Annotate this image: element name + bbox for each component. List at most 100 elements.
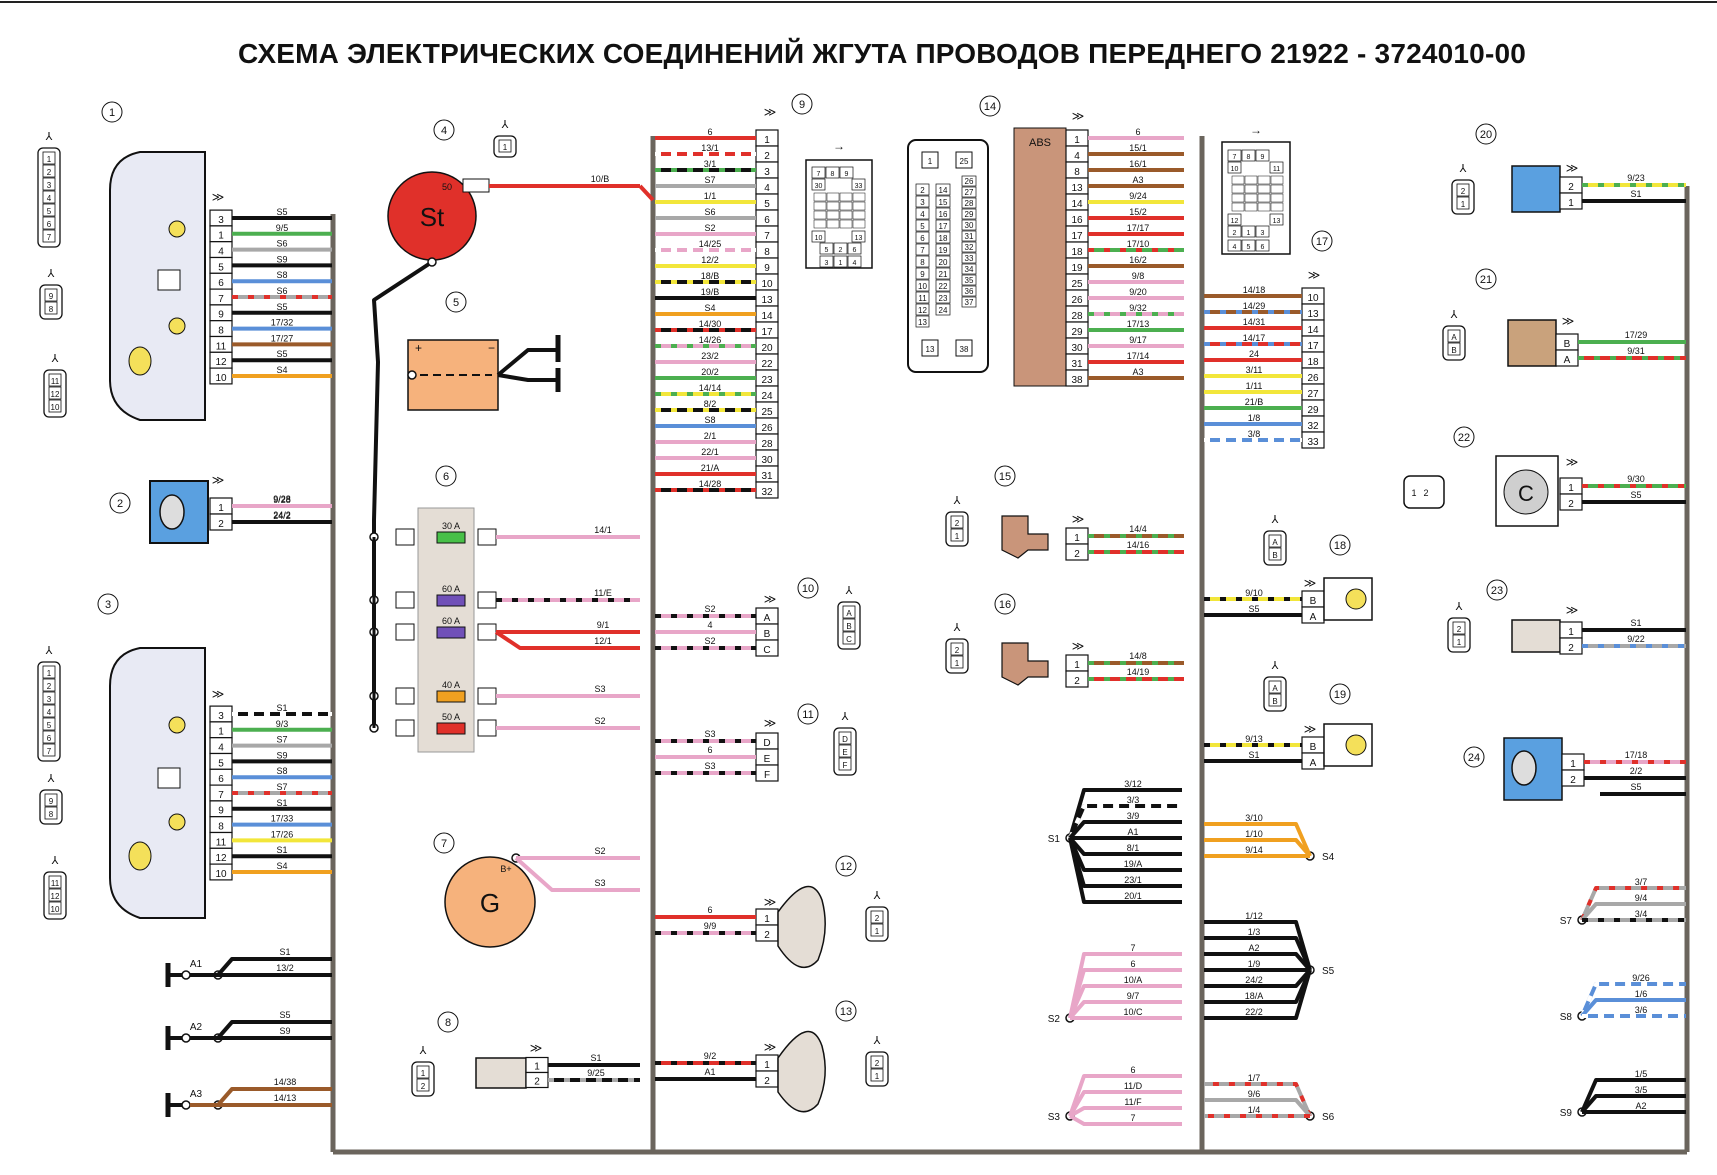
c9-socket-grid	[813, 210, 827, 220]
c4-wire-join	[638, 184, 655, 202]
c14-socket-cell	[935, 207, 951, 220]
c17-socket-pin: 6	[1261, 244, 1265, 251]
c8-socket-pin: 1	[421, 1069, 426, 1078]
c20-socket-cell	[1456, 183, 1470, 197]
diagram-title: СХЕМА ЭЛЕКТРИЧЕСКИХ СОЕДИНЕНИЙ ЖГУТА ПРО…	[238, 38, 1527, 69]
c1-wire-label-5: S6	[276, 286, 287, 296]
c17-socket-cell	[1241, 149, 1256, 162]
c17-wire-label-5: 3/11	[1246, 365, 1263, 375]
c17-wire-label-1: 14/29	[1243, 301, 1266, 311]
c17-socket-cell	[1227, 213, 1242, 226]
c23-socket-pin: 2	[1457, 625, 1462, 634]
c3-wire-label-5: S7	[276, 782, 287, 792]
component-number-18	[1329, 534, 1351, 556]
c4-socket-cell	[498, 139, 512, 153]
c11-socket-cell	[838, 757, 852, 771]
c3-pin-10-label: 10	[215, 869, 227, 880]
c9-socket-cell	[833, 255, 848, 268]
c9-socket-grid	[813, 219, 827, 229]
c3-socket-c-cell	[48, 901, 62, 915]
component-number-10	[797, 577, 819, 599]
c14-wire-label-14: 17/14	[1127, 351, 1150, 361]
component-number-1	[101, 101, 123, 123]
c14-wire-label-0: 6	[1135, 127, 1140, 137]
component-number-2	[109, 492, 131, 514]
c14-pin-38-label: 38	[1071, 375, 1083, 386]
c17-pin-27-label: 27	[1307, 389, 1319, 400]
c3-pin-12-label: 12	[215, 853, 227, 864]
component-number-23-text: 23	[1491, 585, 1503, 597]
c2-wire-label-1: 24/2	[273, 511, 291, 521]
c14-socket-cell	[915, 231, 930, 244]
c1-socket-c-cell	[48, 399, 62, 413]
c24-pin-1-label: 1	[1570, 759, 1576, 770]
splice-S3-wire-0	[1068, 1074, 1182, 1117]
splice-S1-wire-label-5: 19/A	[1124, 859, 1143, 869]
c9-socket-pin: 7	[817, 171, 821, 178]
c4-wire-label: 10/B	[591, 174, 610, 184]
c14-socket-pin: 38	[960, 345, 969, 354]
c17-socket-cell	[1255, 239, 1270, 252]
c20-connector-mark: ≫	[1566, 161, 1579, 175]
c14-wire-label-13: 9/17	[1129, 335, 1147, 345]
c9-socket-cell	[847, 255, 862, 268]
c18-socket-pin: A	[1272, 538, 1278, 547]
c9-socket-grid	[826, 219, 840, 229]
c18-wire-label-1: S5	[1248, 604, 1259, 614]
c9-wire-label-15: 20/2	[701, 367, 719, 377]
c22-wire-label-1: S5	[1630, 490, 1641, 500]
component-number-16-text: 16	[999, 599, 1011, 611]
c1-wire-label-8: 17/27	[271, 333, 294, 343]
component-number-14-text: 14	[984, 101, 996, 113]
c24-motor-icon	[1511, 750, 1537, 786]
c9-socket-pin: 8	[831, 171, 835, 178]
c3-socket-a-pin: 2	[47, 682, 52, 691]
c9-socket-pin: 30	[815, 183, 823, 190]
c14-socket-cell	[935, 195, 951, 208]
c8-socket-pin: 2	[421, 1082, 426, 1091]
c20-socket-pin: 1	[1461, 200, 1466, 209]
ground-A3-label: A3	[190, 1089, 203, 1100]
c23-wire-label-0: S1	[1630, 618, 1641, 628]
c9-socket-pin: 5	[825, 247, 829, 254]
splice-S2-wire-label-4: 10/C	[1123, 1007, 1143, 1017]
c14-wire-label-3: A3	[1132, 175, 1143, 185]
c24-wire-label-2: S5	[1630, 782, 1641, 792]
c14-socket-cell	[915, 183, 930, 196]
c14-wire-label-4: 9/24	[1129, 191, 1147, 201]
component-number-11-text: 11	[802, 709, 813, 721]
component-number-6	[435, 465, 457, 487]
c20-socket-cell	[1456, 196, 1470, 210]
c9-wire-label-19: 2/1	[704, 431, 717, 441]
c14-abs-label: ABS	[1029, 137, 1051, 149]
c7-wire-label-0: S2	[594, 846, 605, 856]
component-number-10-text: 10	[802, 583, 814, 595]
c1-bulb-icon	[128, 346, 152, 376]
c9-wire-label-5: S6	[704, 207, 715, 217]
c1-lamp-icon-2	[168, 317, 186, 335]
splice-S7-wire-label-2: 3/4	[1635, 909, 1648, 919]
c3-socket-a-cell	[42, 717, 56, 731]
c9-socket-grid	[852, 219, 866, 229]
c14-socket-pin: 10	[918, 282, 927, 291]
c12-wire-label-0: 6	[707, 905, 712, 915]
splice-S1-wire-label-6: 23/1	[1124, 875, 1142, 885]
splice-S1-wire-label-7: 20/1	[1124, 891, 1142, 901]
c12-wire-label-1: 9/9	[704, 921, 717, 931]
c17-socket-grid	[1244, 184, 1258, 194]
c9-socket-pin: 10	[815, 235, 823, 242]
c23-wire-label-1: 9/22	[1627, 634, 1645, 644]
c12-pin-2-label: 2	[764, 930, 770, 941]
c11-socket-pin: F	[843, 761, 848, 770]
splice-S1-wire-label-0: 3/12	[1124, 779, 1142, 789]
c9-socket-pin: 2	[839, 247, 843, 254]
component-number-20	[1475, 123, 1497, 145]
c14-socket-cell	[921, 151, 939, 169]
splice-S1-wire-7	[1068, 837, 1182, 904]
splice-S4-wire-1	[1204, 838, 1312, 858]
c15-socket-cell	[950, 528, 964, 542]
c5-plus: +	[415, 341, 422, 355]
c9-socket-cell	[851, 230, 866, 243]
c9-pin-31-label: 31	[761, 471, 773, 482]
c17-pin-32-label: 32	[1307, 421, 1319, 432]
